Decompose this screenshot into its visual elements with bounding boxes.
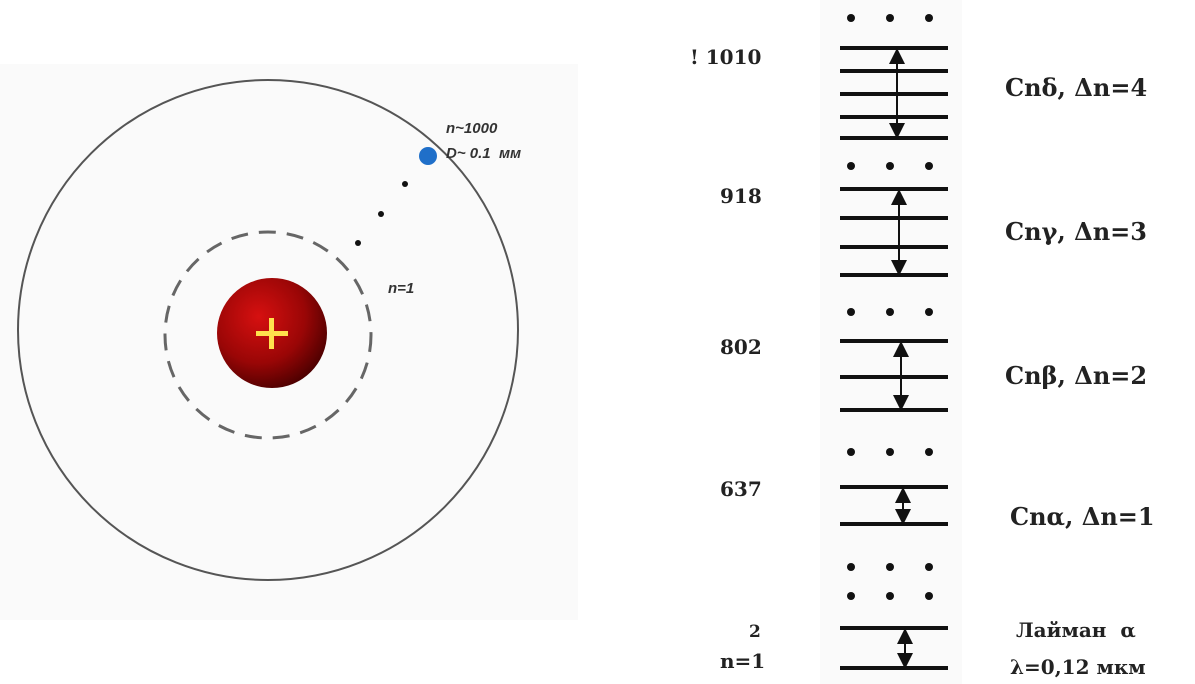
atom-figure: n=1 n~1000 D~ 0.1 мм <box>17 79 521 581</box>
transition-label-lyman: Лайман α <box>1016 618 1136 642</box>
level-number-1010: ! 1010 <box>690 45 761 69</box>
transition-label-beta: Cnβ, Δn=2 <box>1005 361 1147 390</box>
orbit-ellipsis-dots <box>355 181 408 246</box>
level-group-alpha <box>840 485 948 526</box>
level-number-802: 802 <box>720 335 762 359</box>
level-group-delta <box>840 46 948 140</box>
level-number-637: 637 <box>720 477 762 501</box>
transition-label-alpha: Cnα, Δn=1 <box>1010 502 1155 531</box>
level-ellipsis-dots <box>847 14 933 600</box>
inner-orbit-dashed <box>163 230 373 440</box>
level-group-lyman <box>840 626 948 670</box>
level-group-gamma <box>840 187 948 277</box>
level-number-n1: n=1 <box>720 649 765 673</box>
energy-level-diagram: ! 1010 918 802 637 2 n=1 Cnδ, Δn=4 Cnγ, … <box>690 14 1155 679</box>
transition-label-delta: Cnδ, Δn=4 <box>1005 73 1147 102</box>
outer-orbit-label-n: n~1000 <box>446 120 498 137</box>
level-number-918: 918 <box>720 184 762 208</box>
level-group-beta <box>840 339 948 412</box>
wavelength-label: λ=0,12 мкм <box>1010 655 1146 679</box>
level-number-2: 2 <box>749 622 761 642</box>
inner-orbit-label: n=1 <box>388 280 414 297</box>
outer-orbit <box>17 79 519 581</box>
outer-orbit-label-diameter: D~ 0.1 мм <box>446 145 521 162</box>
nucleus-plus-sign <box>256 318 288 349</box>
electron <box>419 147 437 165</box>
transition-label-gamma: Cnγ, Δn=3 <box>1005 217 1147 246</box>
